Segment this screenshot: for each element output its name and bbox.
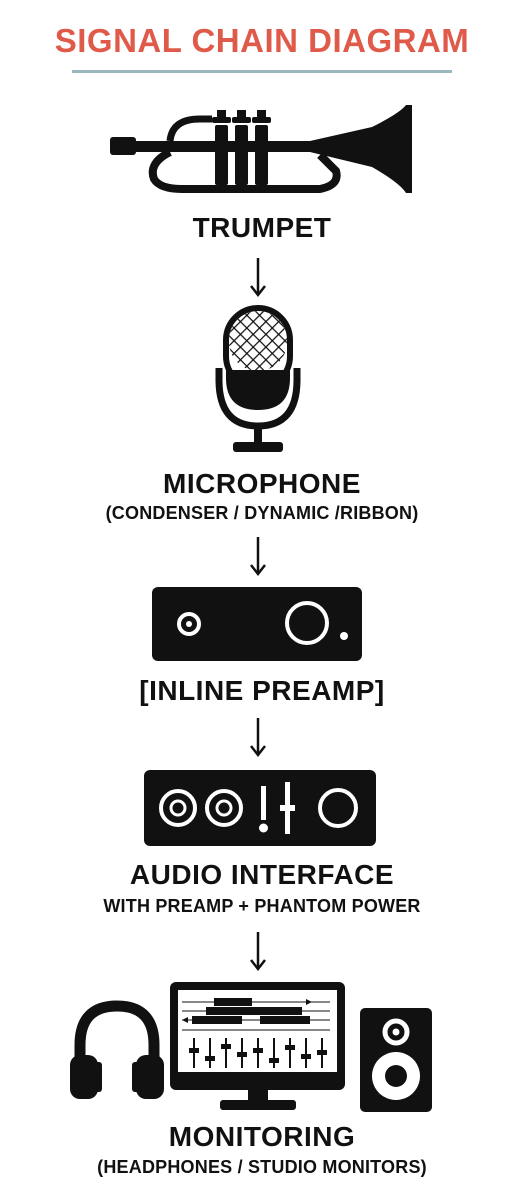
title-divider <box>72 70 452 73</box>
audio-interface-icon <box>144 770 376 846</box>
preamp-icon <box>152 587 362 661</box>
microphone-icon <box>215 305 301 452</box>
arrow-down-icon <box>250 932 266 972</box>
arrow-down-icon <box>250 537 266 577</box>
diagram-title: SIGNAL CHAIN DIAGRAM <box>54 22 470 59</box>
stage-label-monitoring: MONITORING <box>168 1121 356 1152</box>
headphones-icon <box>70 1000 164 1099</box>
stage-sublabel-audio-interface: WITH PREAMP + PHANTOM POWER <box>103 896 421 916</box>
stage-label-inline-preamp: [INLINE PREAMP] <box>139 675 385 706</box>
stage-sublabel-microphone: (CONDENSER / DYNAMIC /RIBBON) <box>105 503 419 523</box>
computer-monitor-icon <box>170 982 345 1110</box>
trumpet-icon <box>110 105 412 193</box>
arrow-down-icon <box>250 258 266 298</box>
speaker-icon <box>360 1008 432 1112</box>
stage-sublabel-monitoring: (HEADPHONES / STUDIO MONITORS) <box>97 1157 427 1177</box>
arrow-down-icon <box>250 718 266 758</box>
stage-label-audio-interface: AUDIO INTERFACE <box>129 859 395 890</box>
stage-label-trumpet: TRUMPET <box>192 212 332 243</box>
stage-label-microphone: MICROPHONE <box>163 468 361 499</box>
